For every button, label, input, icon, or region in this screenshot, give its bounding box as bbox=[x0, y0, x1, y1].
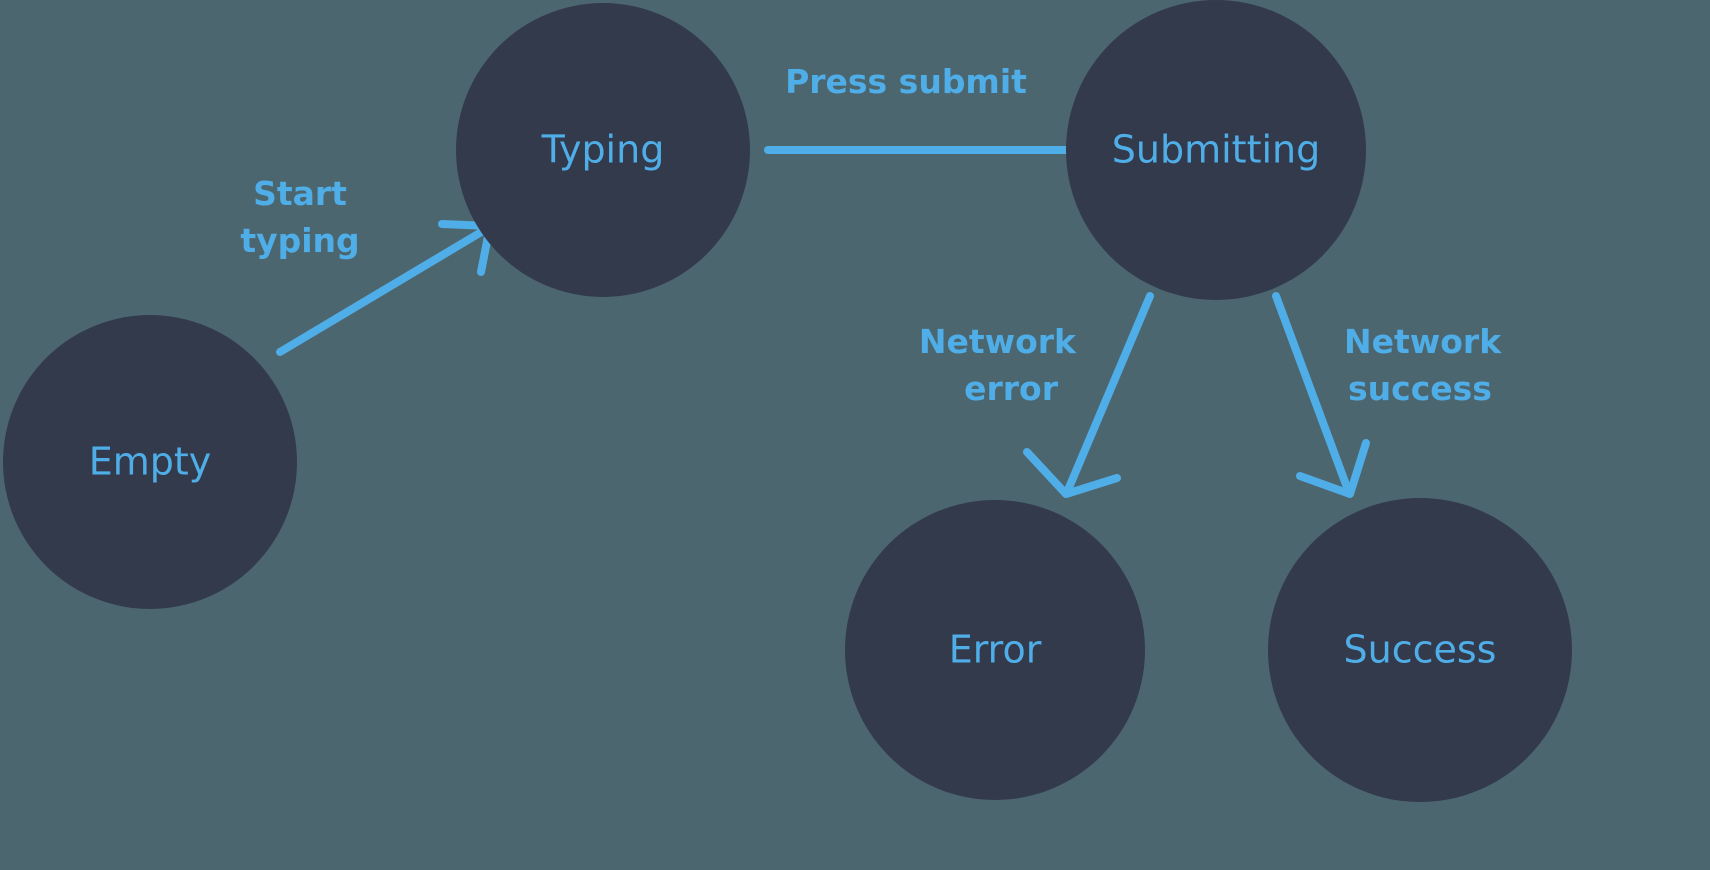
edge-network-error bbox=[1023, 292, 1154, 498]
node-typing[interactable]: Typing bbox=[456, 3, 750, 297]
edge-label-press-submit: Press submit bbox=[785, 62, 1027, 101]
edge-network-error-arrowhead bbox=[1023, 448, 1121, 498]
node-success[interactable]: Success bbox=[1268, 498, 1572, 802]
node-error-label: Error bbox=[949, 628, 1042, 672]
edge-network-success-arrowhead bbox=[1296, 439, 1370, 498]
node-error-circle[interactable] bbox=[845, 500, 1145, 800]
edge-label-network-error-line1: Network bbox=[919, 322, 1077, 361]
node-error[interactable]: Error bbox=[845, 500, 1145, 800]
node-submitting[interactable]: Submitting bbox=[1066, 0, 1366, 300]
edge-network-success bbox=[1272, 292, 1370, 498]
edge-start-typing-line bbox=[276, 224, 492, 356]
edge-label-start-typing-line1: Start bbox=[253, 174, 347, 213]
node-empty[interactable]: Empty bbox=[3, 315, 297, 609]
node-empty-label: Empty bbox=[89, 440, 212, 484]
edge-label-network-success-line2: success bbox=[1348, 369, 1492, 408]
edge-label-network-error-line2: error bbox=[964, 369, 1059, 408]
node-empty-circle[interactable] bbox=[3, 315, 297, 609]
node-submitting-label: Submitting bbox=[1112, 128, 1320, 172]
node-success-circle[interactable] bbox=[1268, 498, 1572, 802]
edge-network-success-line bbox=[1272, 292, 1352, 494]
node-submitting-circle[interactable] bbox=[1066, 0, 1366, 300]
node-success-label: Success bbox=[1344, 628, 1497, 672]
node-typing-label: Typing bbox=[541, 128, 665, 172]
edge-network-error-line bbox=[1064, 292, 1154, 494]
edge-label-start-typing-line2: typing bbox=[240, 221, 359, 260]
edge-label-network-success-line1: Network bbox=[1344, 322, 1502, 361]
node-typing-circle[interactable] bbox=[456, 3, 750, 297]
